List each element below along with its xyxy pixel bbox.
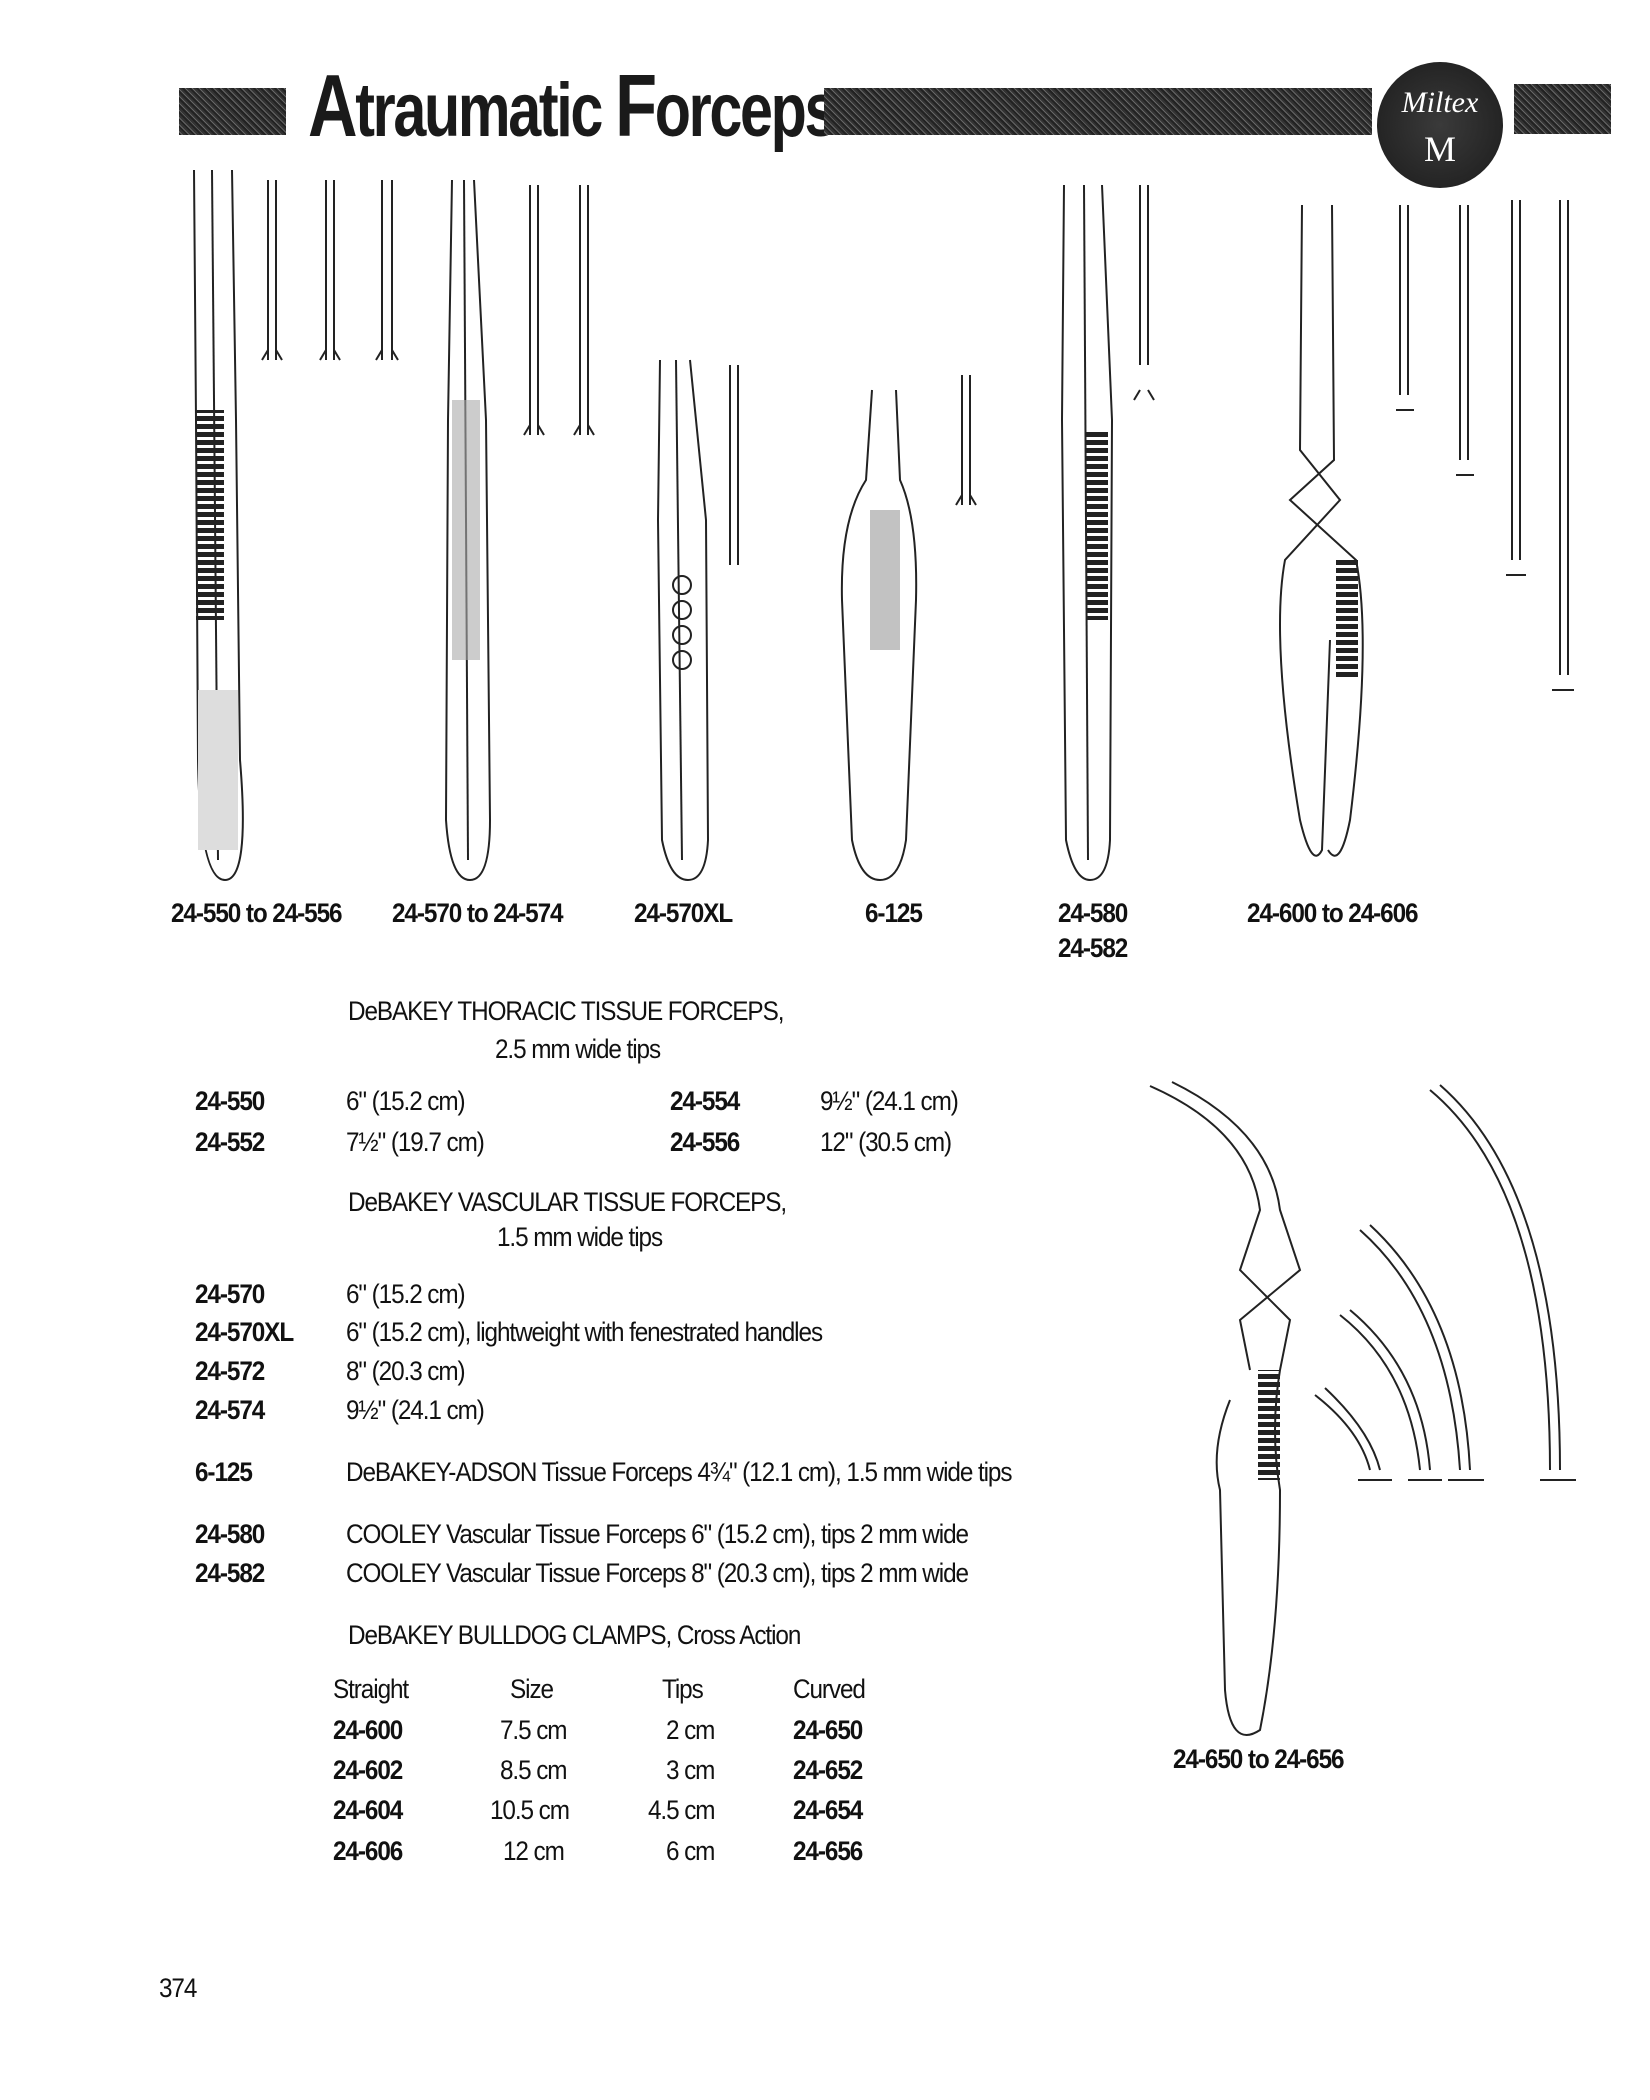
figure-label: 24-570XL [634,898,733,928]
section-heading-bulldog: DeBAKEY BULLDOG CLAMPS, Cross Action [348,1620,801,1650]
product-desc: 9½" (24.1 cm) [346,1395,485,1425]
column-header: Tips [662,1674,704,1704]
column-header: Curved [793,1674,866,1704]
figure-label: 24-650 to 24-656 [1173,1744,1345,1774]
table-cell-curved: 24-656 [793,1836,863,1866]
figure-label: 24-580 [1058,898,1128,928]
forceps-24-580-icon [1060,184,1155,882]
forceps-24-550-icon [193,169,399,882]
column-header: Size [510,1674,554,1704]
product-code: 24-580 [195,1519,265,1549]
product-code: 24-554 [670,1086,740,1116]
table-cell-size: 10.5 cm [490,1795,570,1825]
product-desc: COOLEY Vascular Tissue Forceps 8" (20.3 … [346,1558,969,1588]
product-code: 24-570 [195,1279,265,1309]
product-code: 24-572 [195,1356,265,1386]
figure-label: 24-582 [1058,933,1128,963]
table-cell-tips: 6 cm [666,1836,715,1866]
section-heading-thoracic: DeBAKEY THORACIC TISSUE FORCEPS, [348,996,784,1026]
product-desc: DeBAKEY-ADSON Tissue Forceps 4¾" (12.1 c… [346,1457,1013,1487]
product-desc: COOLEY Vascular Tissue Forceps 6" (15.2 … [346,1519,969,1549]
page-number: 374 [159,1973,197,2003]
figure-label: 24-550 to 24-556 [171,898,343,928]
forceps-6-125-icon [840,375,977,882]
forceps-24-570-icon [444,179,595,882]
table-cell-straight: 24-604 [333,1795,403,1825]
product-code: 24-550 [195,1086,265,1116]
table-cell-tips: 4.5 cm [648,1795,716,1825]
header-bar-left [179,88,286,135]
table-cell-size: 12 cm [503,1836,565,1866]
section-heading-vascular: DeBAKEY VASCULAR TISSUE FORCEPS, [348,1187,787,1217]
product-code: 24-582 [195,1558,265,1588]
table-cell-tips: 3 cm [666,1755,715,1785]
header-bar-middle [824,88,1372,135]
figure-label: 24-600 to 24-606 [1247,898,1419,928]
page-title: Atraumatic Forceps [308,56,837,155]
product-code: 24-570XL [195,1317,294,1347]
curved-bulldog-clamp-illustration [1149,1081,1576,1736]
table-cell-size: 8.5 cm [500,1755,568,1785]
forceps-24-570xl-icon [656,359,739,882]
section-subheading: 2.5 mm wide tips [495,1034,661,1064]
table-cell-straight: 24-602 [333,1755,403,1785]
table-cell-curved: 24-654 [793,1795,863,1825]
product-code: 24-556 [670,1127,740,1157]
product-size: 7½" (19.7 cm) [346,1127,485,1157]
bulldog-clamp-24-600-icon [1279,200,1574,857]
figure-label: 6-125 [865,898,923,928]
table-cell-size: 7.5 cm [500,1715,568,1745]
product-size: 9½" (24.1 cm) [820,1086,959,1116]
product-desc: 6" (15.2 cm) [346,1279,466,1309]
column-header: Straight [333,1674,409,1704]
table-cell-straight: 24-606 [333,1836,403,1866]
product-code: 24-574 [195,1395,265,1425]
header-bar-right [1514,84,1611,134]
table-cell-curved: 24-650 [793,1715,863,1745]
product-code: 24-552 [195,1127,265,1157]
table-cell-tips: 2 cm [666,1715,715,1745]
table-cell-straight: 24-600 [333,1715,403,1745]
product-size: 6" (15.2 cm) [346,1086,466,1116]
product-desc: 6" (15.2 cm), lightweight with fenestrat… [346,1317,823,1347]
product-size: 12" (30.5 cm) [820,1127,952,1157]
figure-label: 24-570 to 24-574 [392,898,564,928]
product-desc: 8" (20.3 cm) [346,1356,466,1386]
product-code: 6-125 [195,1457,253,1487]
table-cell-curved: 24-652 [793,1755,863,1785]
instruments-illustration [193,169,1574,882]
section-subheading: 1.5 mm wide tips [497,1222,663,1252]
